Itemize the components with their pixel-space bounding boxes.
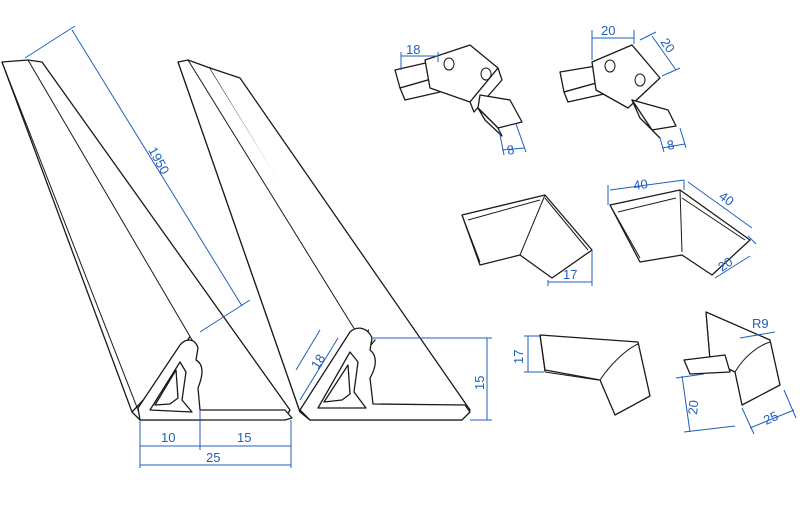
tee-slot-label: 8 — [506, 142, 516, 158]
end-cap — [539, 334, 651, 416]
width-b-label: 15 — [237, 430, 251, 445]
connector-tee-dimensions: 18 8 — [400, 42, 527, 158]
corner-depth-label: 20 — [658, 35, 679, 55]
connector-corner-dimensions: 20 20 8 — [591, 23, 687, 153]
inner-corner-height-label: 17 — [563, 267, 577, 282]
corner-width-label: 20 — [601, 23, 615, 38]
height-label: 15 — [472, 376, 487, 390]
side-label: 18 — [308, 351, 328, 371]
end-cap-dimensions: 17 — [511, 335, 544, 373]
profile-right-dimensions: 18 15 — [295, 329, 492, 421]
outer-corner — [609, 189, 751, 276]
outer-corner-height-label: 20 — [715, 254, 735, 275]
radius-corner — [683, 311, 781, 406]
outer-corner-width-label: 40 — [632, 176, 648, 193]
width-total-label: 25 — [206, 450, 220, 465]
connector-tee — [394, 44, 523, 137]
radius-width-label: 25 — [761, 408, 780, 428]
length-label: 1950 — [145, 144, 172, 177]
outer-corner-dimensions: 40 40 20 — [607, 176, 757, 279]
tee-width-label: 18 — [406, 42, 420, 57]
width-a-label: 10 — [161, 430, 175, 445]
profile-right — [177, 59, 471, 421]
inner-corner — [461, 194, 593, 279]
connector-corner — [559, 44, 677, 139]
corner-slot-label: 8 — [666, 137, 676, 153]
profile-left — [1, 59, 293, 421]
radius-label: R9 — [752, 316, 769, 331]
radius-corner-dimensions: R9 20 25 — [675, 316, 797, 435]
inner-corner-dimensions: 17 — [547, 250, 593, 286]
outer-corner-depth-label: 40 — [716, 188, 737, 209]
end-cap-height-label: 17 — [511, 350, 526, 364]
radius-height-label: 20 — [685, 400, 701, 416]
